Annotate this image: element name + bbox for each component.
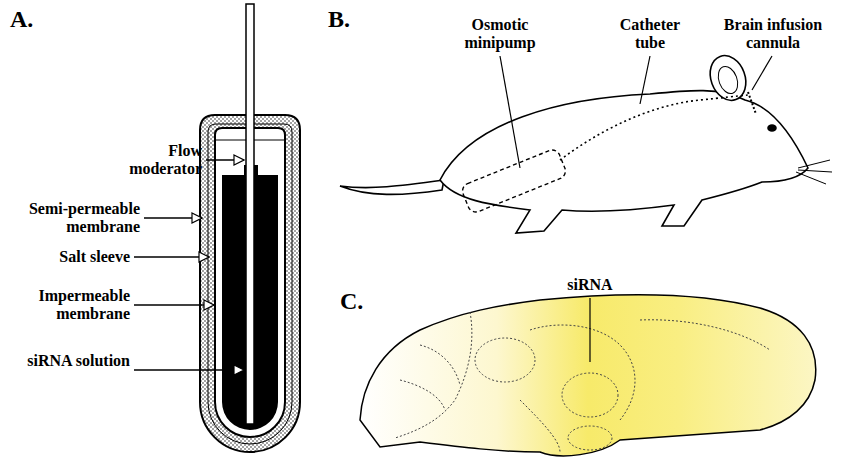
part-label: Salt sleeve: [20, 248, 130, 266]
part-label: siRNA solution: [20, 352, 130, 370]
part-label: Impermeable membrane: [4, 287, 130, 323]
panel-letter: C.: [340, 288, 380, 315]
part-label: Catheter tube: [604, 16, 696, 52]
part-label: Semi-permeable membrane: [4, 200, 140, 236]
leader-arrows: [134, 160, 244, 370]
panel-letter: B.: [328, 6, 368, 33]
part-label: Osmotic minipump: [448, 16, 552, 52]
part-label: Brain infusion cannula: [712, 16, 834, 52]
panel-letter: A.: [10, 6, 50, 33]
brain: [360, 295, 816, 456]
part-label: siRNA: [555, 276, 625, 294]
part-label: Flow moderator: [102, 142, 202, 178]
mouse: [340, 51, 832, 233]
osmotic-pump: [200, 4, 300, 452]
mouse-leader-lines: [500, 56, 772, 168]
sirna-leader-line: [589, 298, 590, 362]
